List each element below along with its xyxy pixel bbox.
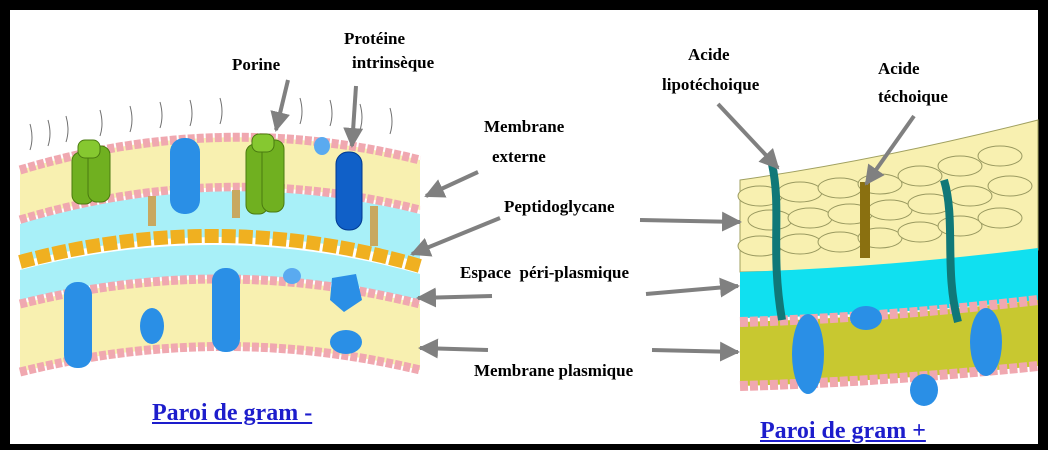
teichoic-acid xyxy=(860,182,870,258)
label-acide-tech-line1: Acide xyxy=(878,58,920,80)
arrow-acide-lipo xyxy=(718,104,778,168)
gp-protein-3 xyxy=(910,374,938,406)
label-membrane-externe-line1: Membrane xyxy=(484,116,564,138)
inner-protein-3 xyxy=(212,268,240,352)
arrow-espace-right xyxy=(646,286,738,294)
label-membrane-externe-line2: externe xyxy=(492,146,546,168)
gram-negative-wall xyxy=(20,98,420,372)
outer-protein xyxy=(170,138,200,214)
inner-protein-6 xyxy=(330,330,362,354)
gp-protein-4 xyxy=(970,308,1002,376)
small-protein xyxy=(314,137,330,155)
label-proteine-line1: Protéine xyxy=(344,28,405,50)
gp-protein-2 xyxy=(850,306,882,330)
label-peptidoglycane: Peptidoglycane xyxy=(504,196,615,218)
arrow-porine xyxy=(276,80,288,130)
caption-gram-negative: Paroi de gram - xyxy=(152,400,312,427)
arrow-espace-left xyxy=(418,296,492,298)
arrow-membrane-left xyxy=(420,348,488,350)
arrow-membrane-right xyxy=(652,350,738,352)
label-proteine-line2: intrinsèque xyxy=(352,52,434,74)
inner-protein-4 xyxy=(283,268,301,284)
arrow-proteine xyxy=(352,86,356,146)
caption-gram-positive: Paroi de gram + xyxy=(760,418,926,445)
inner-protein-1 xyxy=(64,282,92,368)
arrow-peptido-right xyxy=(640,220,740,222)
arrow-peptido-left xyxy=(412,218,500,254)
label-acide-lipo-line1: Acide xyxy=(688,44,730,66)
label-acide-lipo-line2: lipotéchoique xyxy=(662,74,759,96)
gram-positive-wall xyxy=(738,120,1038,406)
label-acide-tech-line2: téchoique xyxy=(878,86,948,108)
gp-protein-1 xyxy=(792,314,824,394)
porin-left xyxy=(72,140,110,204)
porin-right xyxy=(246,134,284,214)
arrow-membrane-externe xyxy=(426,172,478,196)
label-espace-periplasmique: Espace péri-plasmique xyxy=(460,262,629,284)
label-porine: Porine xyxy=(232,54,280,76)
inner-protein-2 xyxy=(140,308,164,344)
label-membrane-plasmique: Membrane plasmique xyxy=(474,360,633,382)
intrinsic-protein xyxy=(336,152,362,230)
